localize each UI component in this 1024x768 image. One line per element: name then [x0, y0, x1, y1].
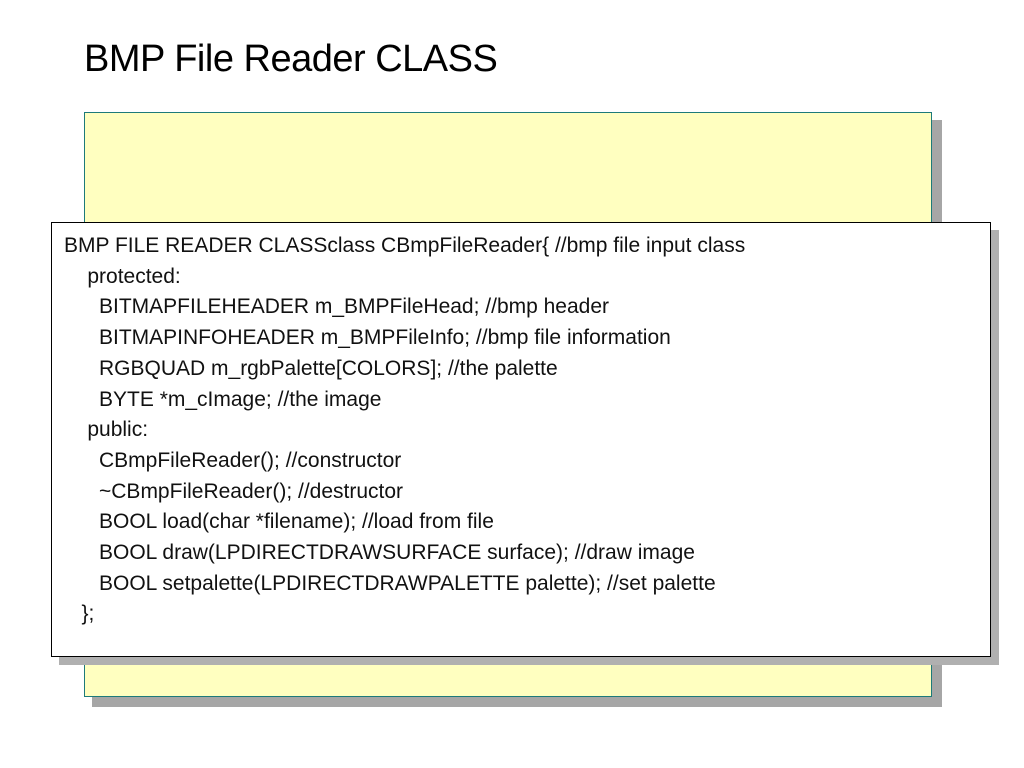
- code-line-closing-brace: };: [64, 602, 95, 626]
- slide-title: BMP File Reader CLASS: [84, 38, 498, 80]
- code-line-protected: protected:: [64, 264, 181, 288]
- code-line-image: BYTE *m_cImage; //the image: [64, 387, 382, 411]
- code-line-load: BOOL load(char *filename); //load from f…: [64, 510, 494, 534]
- code-box: BMP FILE READER CLASSclass CBmpFileReade…: [51, 222, 991, 657]
- code-line-draw: BOOL draw(LPDIRECTDRAWSURFACE surface); …: [64, 541, 695, 565]
- code-line-file-info: BITMAPINFOHEADER m_BMPFileInfo; //bmp fi…: [64, 326, 671, 350]
- code-listing: BMP FILE READER CLASSclass CBmpFileReade…: [64, 231, 745, 630]
- code-line-palette: RGBQUAD m_rgbPalette[COLORS]; //the pale…: [64, 356, 558, 380]
- code-line-class-declaration: BMP FILE READER CLASSclass CBmpFileReade…: [64, 234, 746, 257]
- code-line-setpalette: BOOL setpalette(LPDIRECTDRAWPALETTE pale…: [64, 571, 716, 595]
- code-line-public: public:: [64, 418, 149, 442]
- code-line-constructor: CBmpFileReader(); //constructor: [64, 448, 402, 472]
- code-line-file-header: BITMAPFILEHEADER m_BMPFileHead; //bmp he…: [64, 295, 610, 319]
- code-line-destructor: ~CBmpFileReader(); //destructor: [64, 479, 404, 503]
